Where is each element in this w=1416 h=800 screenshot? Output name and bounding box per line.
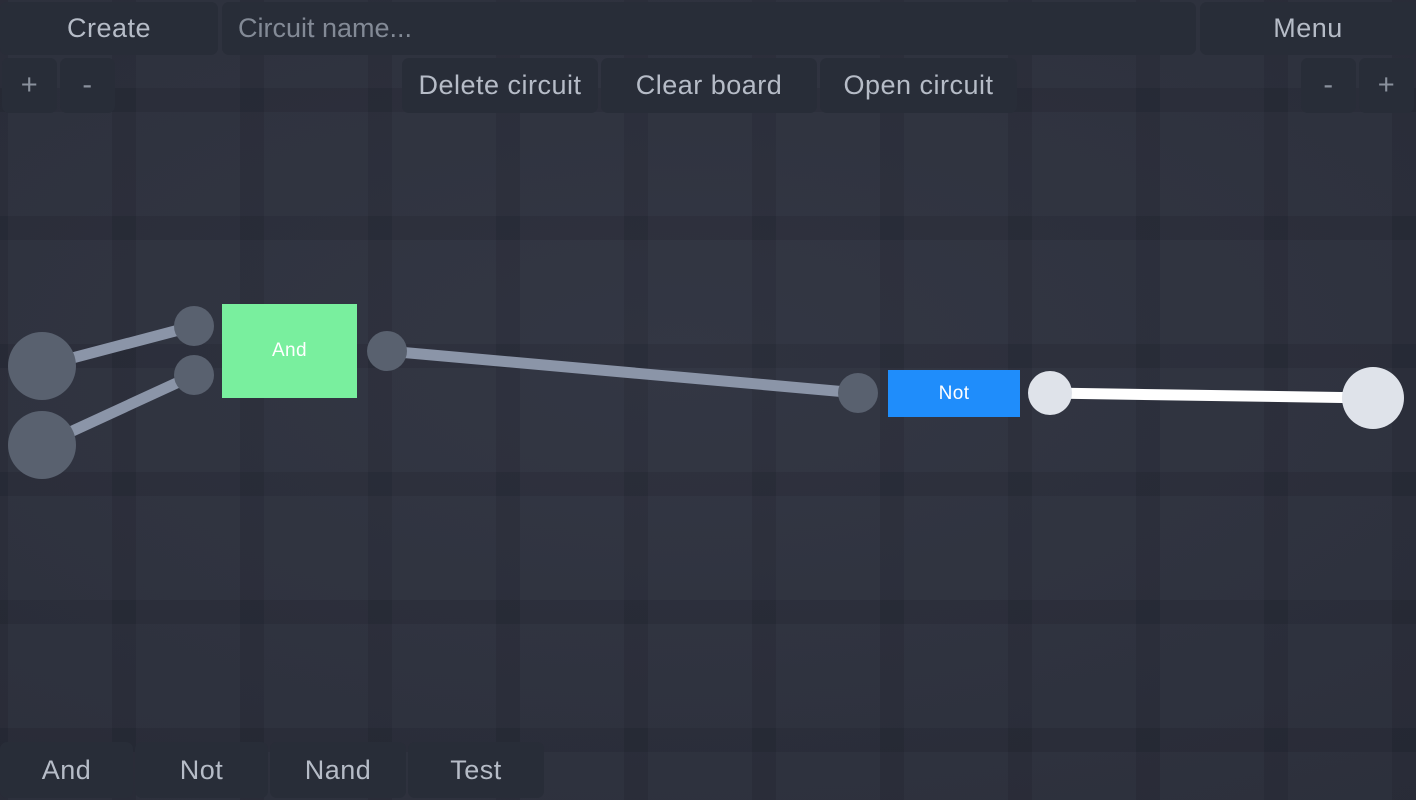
gate-input-pin[interactable] — [174, 355, 214, 395]
top-toolbar-secondary: + - Delete circuit Clear board Open circ… — [0, 57, 1416, 114]
zoom-in-button[interactable]: + — [2, 58, 57, 113]
palette-gate-nand[interactable]: Nand — [270, 742, 406, 798]
open-circuit-button[interactable]: Open circuit — [820, 58, 1017, 113]
gate-input-pin[interactable] — [838, 373, 878, 413]
palette-gate-test[interactable]: Test — [408, 742, 544, 798]
toolbar-spacer-right — [1017, 57, 1301, 114]
gate-and[interactable]: And — [222, 304, 357, 398]
delete-circuit-button[interactable]: Delete circuit — [402, 58, 598, 113]
zoom-out-button[interactable]: - — [60, 58, 115, 113]
toolbar-spacer-left — [118, 57, 402, 114]
input-node-b[interactable] — [8, 411, 76, 479]
output-node-1[interactable] — [1342, 367, 1404, 429]
top-toolbar-primary: Create Menu — [0, 0, 1416, 57]
wire[interactable] — [1049, 387, 1374, 404]
gate-output-pin[interactable] — [1028, 371, 1072, 415]
wire[interactable] — [386, 345, 859, 399]
circuit-name-input[interactable] — [222, 2, 1196, 55]
clear-board-button[interactable]: Clear board — [601, 58, 817, 113]
gate-input-pin[interactable] — [174, 306, 214, 346]
scale-down-button[interactable]: - — [1301, 58, 1356, 113]
palette-gate-and[interactable]: And — [0, 742, 133, 798]
menu-button[interactable]: Menu — [1200, 2, 1416, 55]
palette-gate-not[interactable]: Not — [135, 742, 268, 798]
gate-not[interactable]: Not — [888, 370, 1020, 417]
scale-up-button[interactable]: + — [1359, 58, 1414, 113]
gate-output-pin[interactable] — [367, 331, 407, 371]
input-node-a[interactable] — [8, 332, 76, 400]
create-button[interactable]: Create — [0, 2, 218, 55]
